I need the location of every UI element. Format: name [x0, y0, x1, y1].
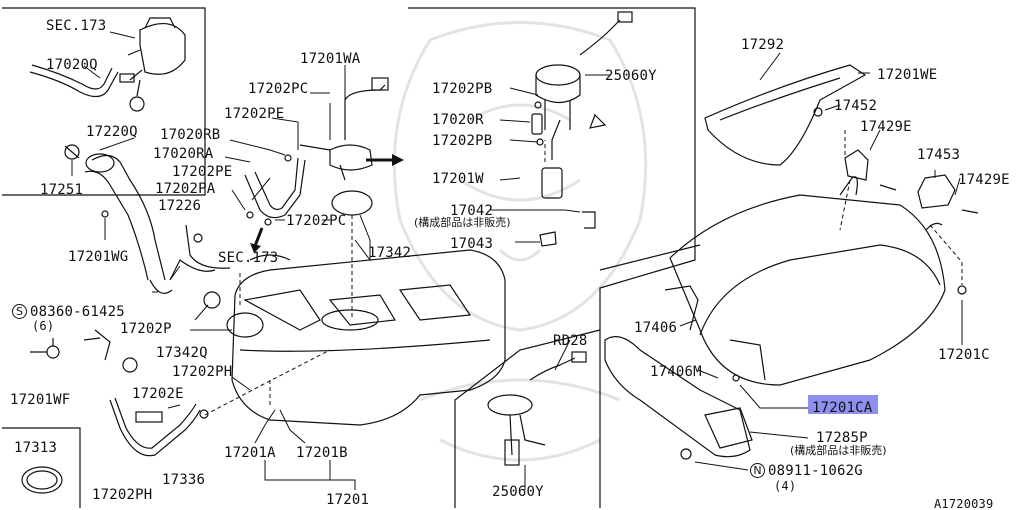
label-17202ph-bot[interactable]: 17202PH — [92, 487, 153, 503]
label-17251[interactable]: 17251 — [40, 182, 84, 198]
label-17043[interactable]: 17043 — [450, 236, 494, 252]
label-17201we[interactable]: 17201WE — [877, 67, 938, 83]
bolt-symbol-s: S — [12, 304, 27, 319]
dashed-relations — [204, 110, 963, 416]
frame-center-lower — [454, 329, 601, 508]
filler-neck-drawing — [64, 144, 231, 294]
frame-top-left — [2, 7, 206, 196]
label-17202ph-mid[interactable]: 17202PH — [172, 364, 233, 380]
label-17285p[interactable]: 17285P — [816, 430, 868, 446]
label-17202pc-top[interactable]: 17202PC — [248, 81, 309, 97]
nut-symbol-n: N — [750, 463, 765, 478]
label-qty-4: (4) — [774, 479, 797, 493]
label-17202p[interactable]: 17202P — [120, 321, 172, 337]
label-17201a[interactable]: 17201A — [224, 445, 276, 461]
label-17313[interactable]: 17313 — [14, 440, 58, 456]
pump-rd28-drawing — [487, 351, 587, 466]
label-17201[interactable]: 17201 — [326, 492, 370, 508]
label-sec173-top[interactable]: SEC.173 — [46, 18, 107, 34]
label-17020r[interactable]: 17020R — [432, 112, 484, 128]
figure-code: A1720039 — [934, 497, 994, 510]
leader-lines — [71, 31, 963, 490]
label-sec173-mid[interactable]: SEC.173 — [218, 250, 279, 266]
vent-hoses-drawing — [244, 154, 306, 226]
frame-bottom-left — [2, 427, 81, 508]
label-17201c[interactable]: 17201C — [938, 347, 990, 363]
label-17201b[interactable]: 17201B — [296, 445, 348, 461]
label-17020q[interactable]: 17020Q — [46, 57, 98, 73]
label-17042[interactable]: 17042 — [450, 203, 494, 219]
label-rd28: RD28 — [553, 333, 588, 349]
label-17429e-right[interactable]: 17429E — [958, 172, 1010, 188]
evap-canister-drawing — [29, 17, 186, 112]
pump-module-inset-drawing — [531, 11, 633, 247]
arrow-down-sec173 — [253, 227, 264, 247]
highlight-17201ca — [808, 395, 878, 414]
label-17292[interactable]: 17292 — [741, 37, 785, 53]
label-25060y-bot[interactable]: 25060Y — [492, 484, 544, 500]
fuel-tank-right-drawing — [669, 176, 946, 386]
divider-right — [599, 244, 701, 271]
frame-center-inset — [408, 7, 696, 508]
label-17202pc-mid[interactable]: 17202PC — [286, 213, 347, 229]
label-17201wg[interactable]: 17201WG — [68, 249, 129, 265]
label-08911-1062g[interactable]: 08911-1062G — [768, 463, 863, 479]
label-17336[interactable]: 17336 — [162, 472, 206, 488]
label-17226[interactable]: 17226 — [158, 198, 202, 214]
gasket-ring-drawing — [21, 466, 63, 494]
tank-brackets-drawing — [604, 149, 979, 460]
label-17429e-left[interactable]: 17429E — [860, 119, 912, 135]
label-25060y-top[interactable]: 25060Y — [605, 68, 657, 84]
label-17201w[interactable]: 17201W — [432, 171, 484, 187]
label-17201wa[interactable]: 17201WA — [300, 51, 361, 67]
label-17202pb-mid[interactable]: 17202PB — [432, 133, 493, 149]
label-17342[interactable]: 17342 — [368, 245, 412, 261]
label-17020rb[interactable]: 17020RB — [160, 127, 221, 143]
label-17202e[interactable]: 17202E — [132, 386, 184, 402]
label-17452[interactable]: 17452 — [834, 98, 878, 114]
label-17201wf[interactable]: 17201WF — [10, 392, 71, 408]
label-17220q[interactable]: 17220Q — [86, 124, 138, 140]
label-17453[interactable]: 17453 — [917, 147, 961, 163]
label-17201ca[interactable]: 17201CA — [812, 400, 873, 416]
left-fittings-drawing — [30, 291, 221, 457]
watermark-emblem — [392, 21, 648, 462]
label-17406m[interactable]: 17406M — [650, 364, 702, 380]
label-qty-6: (6) — [32, 319, 55, 333]
fuel-pump-center-drawing — [299, 77, 389, 181]
label-17342q[interactable]: 17342Q — [156, 345, 208, 361]
label-17202pe-mid[interactable]: 17202PE — [172, 164, 233, 180]
fuel-tank-left-drawing — [226, 190, 506, 426]
label-17406[interactable]: 17406 — [634, 320, 678, 336]
label-17020ra[interactable]: 17020RA — [153, 146, 214, 162]
label-08360-61425[interactable]: 08360-61425 — [30, 304, 125, 320]
label-17202pe-top[interactable]: 17202PE — [224, 106, 285, 122]
note-17042-not-sold: (構成部品は非販売) — [414, 216, 511, 229]
label-17202pb-top[interactable]: 17202PB — [432, 81, 493, 97]
label-17202pa[interactable]: 17202PA — [155, 181, 216, 197]
heat-shield-drawing — [704, 64, 867, 166]
note-17285p-not-sold: (構成部品は非販売) — [790, 444, 887, 457]
